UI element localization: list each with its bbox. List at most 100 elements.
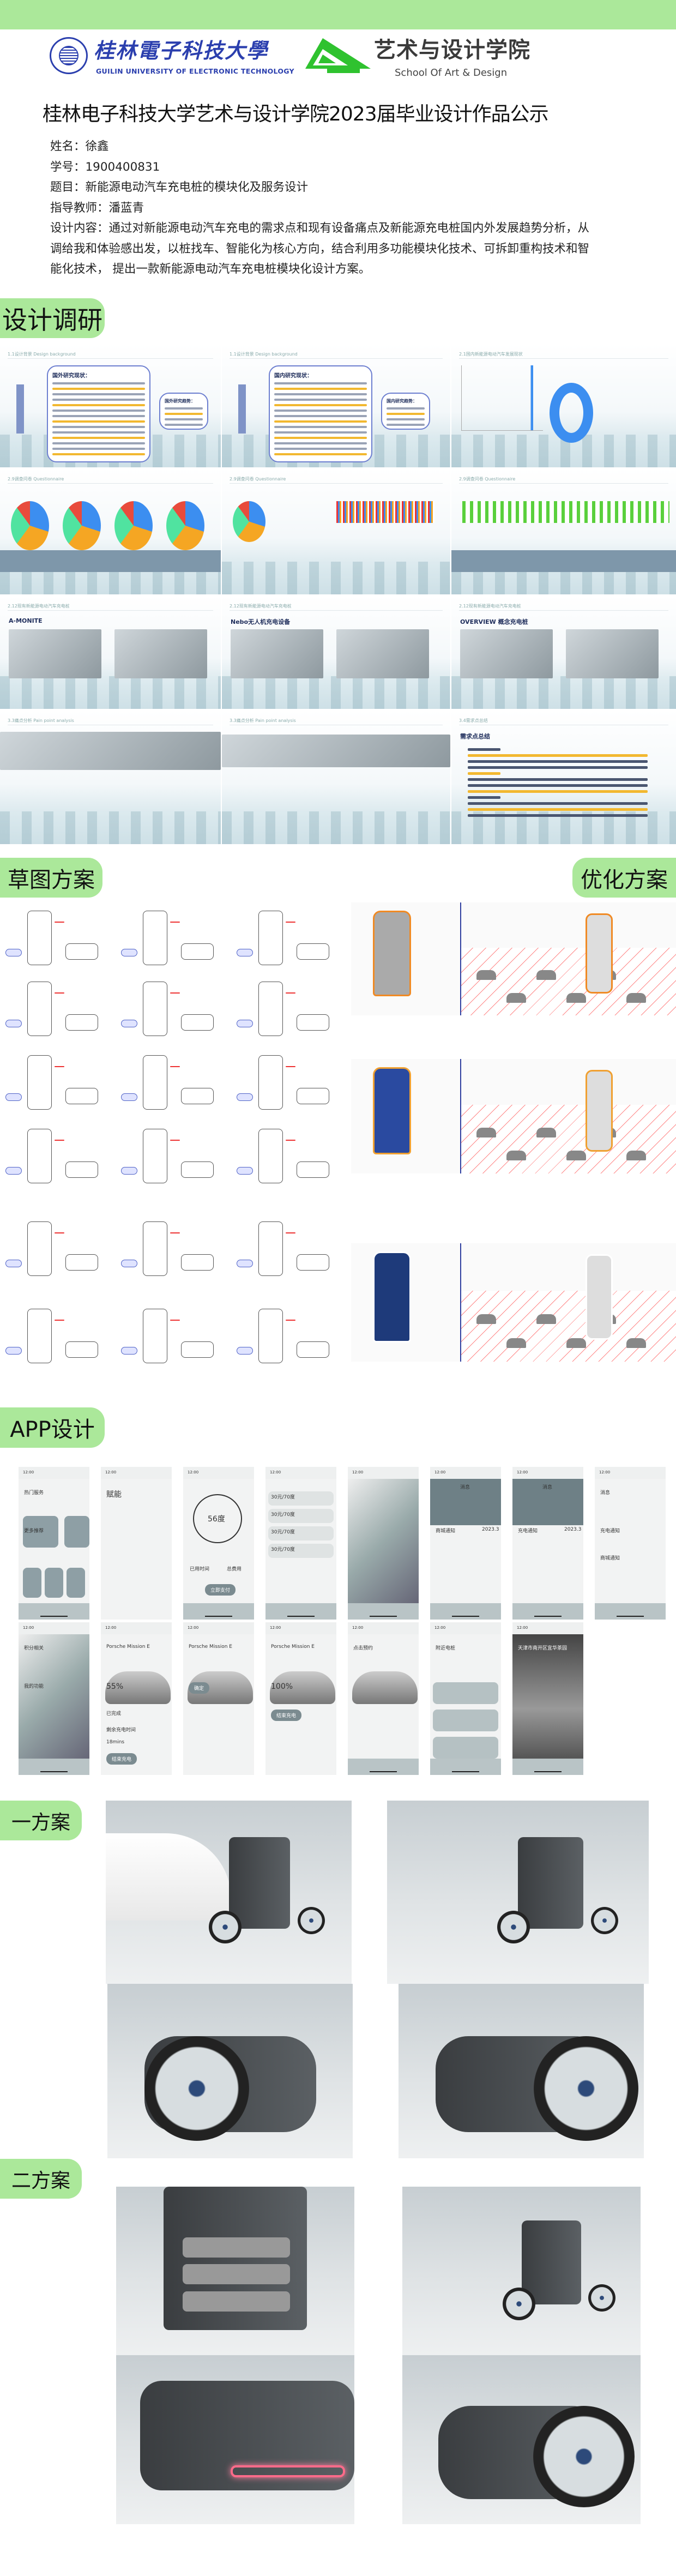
sketch-cell bbox=[231, 976, 343, 1044]
bottom-nav-bar bbox=[348, 1759, 419, 1775]
wheel bbox=[497, 1910, 530, 1943]
app-text: 30元/70度 bbox=[271, 1495, 295, 1500]
section-label-app: APP设计 bbox=[0, 1407, 105, 1448]
divider-line bbox=[460, 902, 461, 1015]
school-name-cn: 艺术与设计学院 bbox=[374, 38, 530, 63]
bottom-nav-bar bbox=[19, 1603, 89, 1620]
text-line bbox=[387, 418, 425, 420]
text-line bbox=[52, 453, 145, 455]
parked-car bbox=[476, 1314, 496, 1325]
wheel bbox=[502, 2288, 535, 2321]
product-render bbox=[116, 2187, 354, 2355]
text-line bbox=[52, 420, 145, 423]
app-text: 100% bbox=[271, 1682, 293, 1691]
order-card bbox=[268, 1526, 334, 1540]
bottom-nav-bar bbox=[512, 1759, 583, 1775]
university-name-cn: 桂林電子科技大學 bbox=[94, 38, 269, 63]
parked-car bbox=[536, 1314, 556, 1325]
card bbox=[45, 1568, 63, 1598]
wheel bbox=[209, 1910, 242, 1943]
app-text: 积分相关 bbox=[24, 1646, 44, 1651]
text-line bbox=[52, 388, 145, 390]
order-card bbox=[268, 1544, 334, 1558]
bubble-title: 国外研究现状： bbox=[52, 373, 90, 379]
app-button[interactable]: 立即支付 bbox=[205, 1584, 236, 1596]
app-text: 赋能 bbox=[106, 1490, 122, 1499]
slide-header: 2.9调查问卷 Questionnaire bbox=[459, 476, 668, 484]
text-line bbox=[274, 415, 367, 417]
status-bar-time: 12:00 bbox=[512, 1622, 583, 1634]
status-bar-time: 12:00 bbox=[183, 1467, 254, 1479]
sketch-battery-module bbox=[121, 1260, 137, 1267]
app-text: 已完成 bbox=[106, 1711, 122, 1717]
slide-header: 1.1设计背景 Design background bbox=[8, 351, 213, 359]
app-text: 30元/70度 bbox=[271, 1530, 295, 1535]
header-panel bbox=[430, 1479, 501, 1525]
sketch-base bbox=[65, 1014, 98, 1031]
bubble-title: 国外研究趋势： bbox=[165, 399, 195, 404]
text-line bbox=[52, 415, 145, 417]
status-bar-time: 12:00 bbox=[19, 1622, 89, 1634]
product-photo bbox=[231, 629, 323, 678]
sketch-charger bbox=[27, 1221, 52, 1276]
text-line bbox=[274, 448, 367, 450]
product-photo bbox=[460, 629, 553, 678]
car-image bbox=[270, 1671, 335, 1704]
card bbox=[67, 1568, 85, 1598]
sketch-charger bbox=[27, 1309, 52, 1363]
sketch-battery-module bbox=[121, 1020, 137, 1027]
sketch-base bbox=[181, 1341, 214, 1358]
parked-car bbox=[626, 1338, 646, 1348]
university-name-en: GUILIN UNIVERSITY OF ELECTRONIC TECHNOLO… bbox=[96, 67, 294, 75]
product-photo bbox=[566, 629, 659, 678]
text-line bbox=[274, 404, 367, 406]
status-bar-time: 12:00 bbox=[265, 1622, 336, 1634]
product-photo bbox=[9, 629, 101, 678]
section-label-sketch: 草图方案 bbox=[0, 858, 102, 898]
status-bar-time: 12:00 bbox=[348, 1467, 419, 1479]
text-line bbox=[274, 410, 367, 412]
charger-body bbox=[228, 1837, 291, 1929]
status-bar-time: 12:00 bbox=[265, 1467, 336, 1479]
sketch-annotation bbox=[286, 992, 295, 994]
text-line bbox=[274, 442, 367, 444]
app-text: Porsche Mission E bbox=[271, 1644, 315, 1650]
slide-label: OVERVIEW 概念充电桩 bbox=[460, 618, 528, 625]
sketch-battery-module bbox=[237, 1260, 253, 1267]
slide-header: 2.12现有新能源电动汽车充电桩 bbox=[8, 603, 213, 611]
app-text: 热门服务 bbox=[24, 1490, 44, 1496]
slide-header: 3.3痛点分析 Pain point analysis bbox=[8, 718, 213, 725]
charge-dial bbox=[193, 1494, 242, 1543]
status-bar-time: 12:00 bbox=[430, 1467, 501, 1479]
app-screen: 12:00 bbox=[348, 1467, 419, 1620]
wheel bbox=[533, 2036, 638, 2141]
parked-car bbox=[626, 1151, 646, 1160]
status-bar-time: 12:00 bbox=[183, 1622, 254, 1634]
line-chart bbox=[461, 365, 543, 431]
charger-robot bbox=[373, 1067, 411, 1154]
charger-robot-2 bbox=[586, 913, 613, 994]
app-button[interactable]: 结束充电 bbox=[106, 1753, 137, 1765]
text-line bbox=[52, 399, 145, 401]
app-text: 我的功能 bbox=[24, 1684, 44, 1689]
app-text: 56度 bbox=[208, 1515, 225, 1524]
wheel bbox=[297, 1906, 325, 1934]
sketch-battery-module bbox=[5, 1260, 22, 1267]
section-label-plan1: 一方案 bbox=[0, 1801, 82, 1840]
wheel bbox=[591, 1906, 619, 1934]
bubble-title: 国内研究趋势： bbox=[387, 399, 417, 404]
app-button[interactable]: 确定 bbox=[189, 1682, 210, 1694]
wheel bbox=[588, 2284, 615, 2312]
parked-car bbox=[566, 1338, 586, 1348]
sketch-charger bbox=[143, 1221, 167, 1276]
sketch-annotation bbox=[286, 1140, 295, 1141]
text-line bbox=[468, 802, 648, 805]
sketch-charger bbox=[143, 1055, 167, 1110]
app-button[interactable]: 结束充电 bbox=[271, 1710, 302, 1721]
design-content: 设计内容：通过对新能源电动汽车充电的需求点和现有设备痛点及新能源充电桩国内外发展… bbox=[50, 221, 590, 276]
parked-car bbox=[476, 970, 496, 980]
research-slide: 2.1国内新能源电动汽车发展现状 bbox=[451, 344, 676, 467]
